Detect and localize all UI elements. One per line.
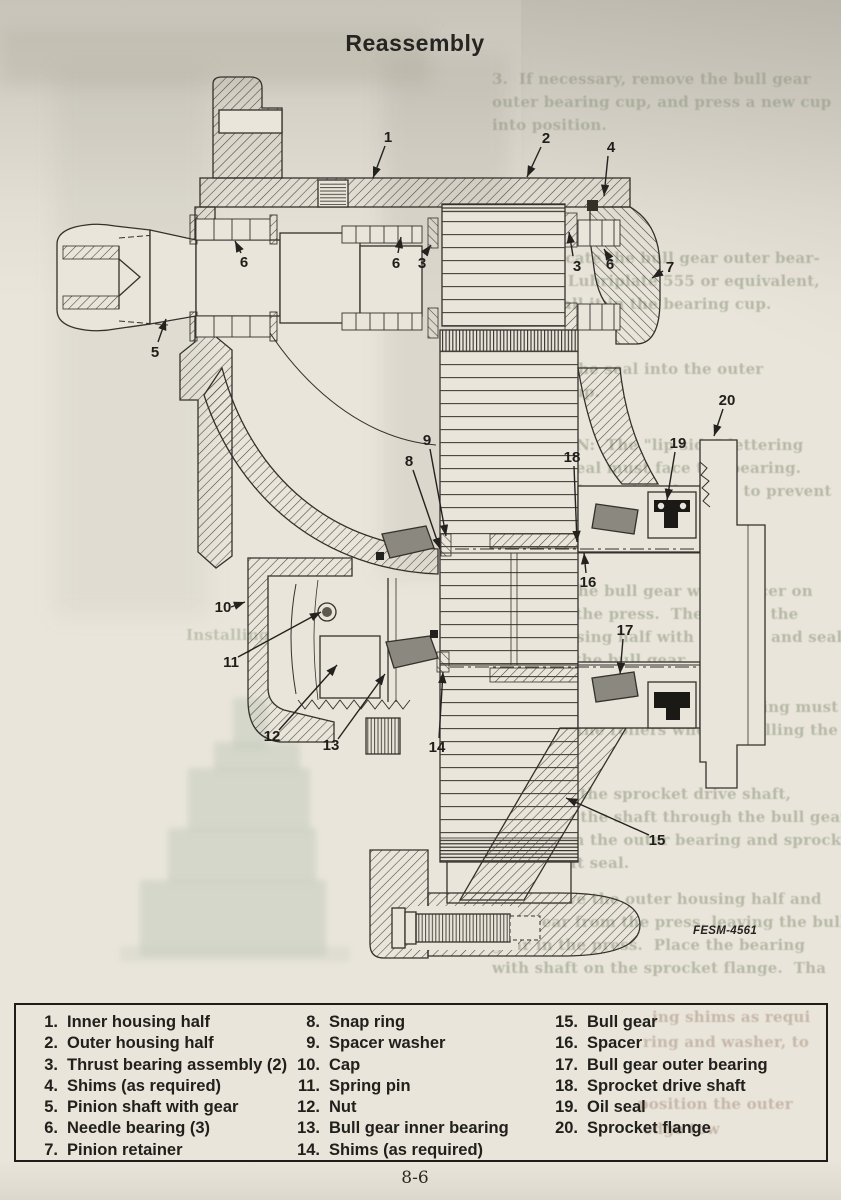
gear-web-drawing	[458, 367, 660, 901]
bleedthrough-fragment: ring and washer, to	[643, 1033, 810, 1051]
bleedthrough-fragment: position the outer	[638, 1095, 793, 1113]
scan-shadow-left	[56, 70, 208, 615]
callout-18: 18	[564, 449, 581, 466]
upper-bearing-seal-drawing	[489, 485, 701, 553]
legend-item: 7.Pinion retainer	[44, 1140, 183, 1159]
scan-tint-band	[0, 28, 430, 86]
callout-20: 20	[719, 392, 736, 409]
legend-item: 4.Shims (as required)	[44, 1076, 222, 1095]
legend-column-3: 15.Bull gear 16.Spacer 17.Bull gear oute…	[546, 1012, 821, 1140]
legend-item: 12.Nut	[297, 1098, 357, 1117]
sprocket-drive-shaft-drawing	[440, 548, 700, 668]
callout-5: 5	[151, 344, 159, 361]
callout-10: 10	[215, 599, 232, 616]
legend-item: 15.Bull gear	[555, 1013, 658, 1031]
legend-item: 13.Bull gear inner bearing	[297, 1119, 509, 1138]
legend-item: 8.Snap ring	[306, 1013, 406, 1031]
cap-assembly-drawing	[247, 557, 411, 755]
legend-item: 9.Spacer washer	[306, 1034, 446, 1053]
legend-item: 5.Pinion shaft with gear	[44, 1098, 239, 1117]
pinion-shaft-drawing	[56, 223, 423, 332]
legend-column-1: 1.Inner housing half 2.Outer housing hal…	[26, 1012, 288, 1161]
legend-item: 16.Spacer	[555, 1034, 643, 1053]
housing-drawing	[179, 76, 661, 575]
callout-13: 13	[323, 737, 340, 754]
callout-14: 14	[429, 739, 446, 756]
callout-15: 15	[649, 832, 666, 849]
callout-2: 2	[542, 130, 550, 147]
legend-item: 17.Bull gear outer bearing	[555, 1055, 768, 1074]
legend-item: 3.Thrust bearing assembly (2)	[44, 1055, 288, 1074]
callout-numbers: 1 2 4 6 6 3 3 6 7 5 20 19 18 9 8 16 17 1…	[151, 129, 736, 849]
callout-4: 4	[607, 139, 616, 156]
callout-9: 9	[423, 432, 431, 449]
bottom-boss-bolt-drawing	[369, 849, 641, 959]
figure-code: FESM-4561	[693, 925, 758, 937]
legend-item: 14.Shims (as required)	[297, 1140, 484, 1159]
page-title: Reassembly	[345, 30, 485, 56]
callout-1: 1	[384, 129, 392, 146]
legend-item: 10.Cap	[297, 1055, 361, 1074]
bull-gear-drawing	[439, 329, 579, 904]
callout-3: 3	[418, 255, 426, 272]
callout-11: 11	[223, 654, 239, 671]
page-number: 8-6	[401, 1168, 429, 1188]
callout-19: 19	[670, 435, 687, 452]
parts-legend: 1.Inner housing half 2.Outer housing hal…	[14, 1003, 828, 1162]
legend-item: 6.Needle bearing (3)	[44, 1119, 211, 1138]
callout-6: 6	[606, 256, 614, 273]
callout-12: 12	[264, 728, 281, 745]
lower-bearing-seal-drawing	[489, 661, 701, 729]
callout-8: 8	[405, 453, 413, 470]
legend-item: 20.Sprocket flange	[555, 1119, 711, 1138]
inner-bearing-drawing	[376, 525, 452, 673]
bleedthrough-paragraph: 3. If necessary, remove the bull gear ou…	[492, 70, 832, 134]
legend-item: 1.Inner housing half	[44, 1013, 210, 1031]
callout-16: 16	[580, 574, 597, 591]
bleedthrough-fragment: ing shims as requi	[652, 1008, 811, 1026]
pinion-gear-drawing	[441, 203, 566, 327]
callout-leader-lines	[157, 145, 724, 836]
legend-item: 18.Sprocket drive shaft	[555, 1076, 746, 1095]
legend-item: 2.Outer housing half	[44, 1034, 214, 1053]
legend-item: 11.Spring pin	[297, 1076, 411, 1095]
legend-column-2: 8.Snap ring 9.Spacer washer 10.Cap 11.Sp…	[288, 1012, 540, 1161]
legend-item: 19.Oil seal	[555, 1098, 646, 1117]
bleedthrough-fragment: edge tow	[643, 1120, 720, 1138]
callout-6: 6	[240, 254, 248, 271]
scan-shadow-bottom	[0, 1160, 841, 1200]
callout-3: 3	[573, 258, 581, 275]
callout-17: 17	[617, 622, 634, 639]
callout-6: 6	[392, 255, 400, 272]
sprocket-flange-drawing	[699, 439, 766, 789]
callout-7: 7	[666, 259, 674, 276]
